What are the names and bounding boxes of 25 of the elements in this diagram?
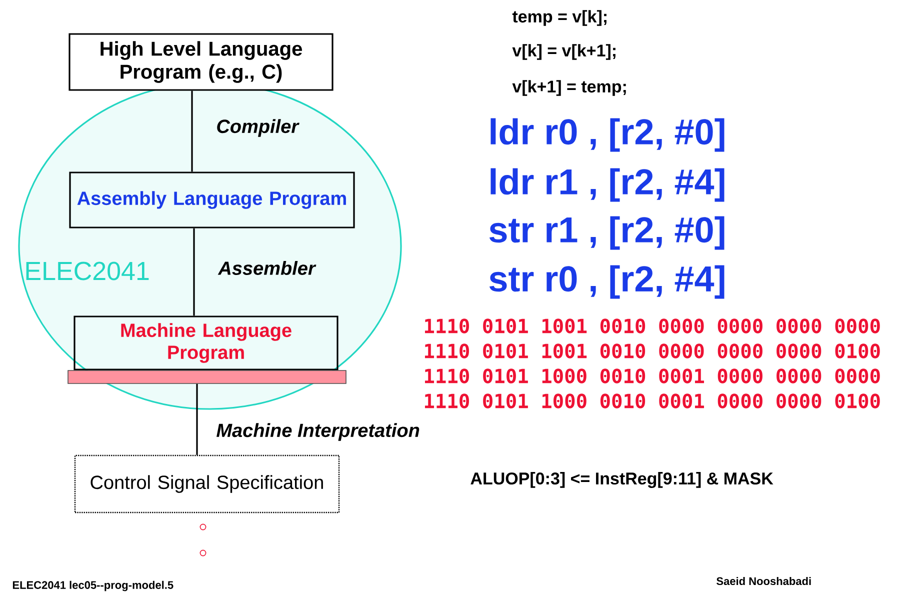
assembly-line: ldr r0 , [r2, #0] [490, 118, 724, 152]
binary-line: 1110 0101 1001 0010 0000 0000 0000 0000 [425, 318, 880, 334]
binary-line: 1110 0101 1000 0010 0001 0000 0000 0000 [425, 368, 880, 384]
process-box: Machine Language Program [74, 316, 338, 370]
assembly-line: str r0 , [r2, #4] [489, 265, 724, 299]
code-line: v[k+1] = temp; [512, 80, 626, 96]
connector-line [191, 90, 193, 172]
code-line: v[k] = v[k+1]; [512, 44, 616, 60]
footer-text: ELEC2041 lec05--prog-model.5 [12, 580, 174, 592]
process-box: High Level Language Program (e.g., C) [68, 33, 334, 91]
connector-line [193, 228, 195, 316]
edge-label: Compiler [217, 119, 300, 137]
binary-line: 1110 0101 1000 0010 0001 0000 0000 0100 [425, 394, 880, 408]
edge-label: Assembler [218, 261, 316, 275]
connector-line [196, 384, 198, 455]
author-name: Saeid Nooshabadi [716, 576, 811, 586]
assembly-line: ldr r1 , [r2, #4] [490, 168, 724, 202]
code-line: temp = v[k]; [512, 10, 606, 26]
edge-label: Machine Interpretation [216, 423, 420, 441]
process-box: Assembly Language Program [69, 172, 355, 228]
signal-expression: ALUOP[0:3] <= InstReg[9:11] & MASK [470, 472, 774, 488]
bar [68, 370, 346, 384]
binary-line: 1110 0101 1001 0010 0000 0000 0000 0100 [425, 344, 880, 358]
process-box: Control Signal Specification [74, 454, 340, 514]
assembly-line: str r1 , [r2, #0] [489, 216, 724, 250]
